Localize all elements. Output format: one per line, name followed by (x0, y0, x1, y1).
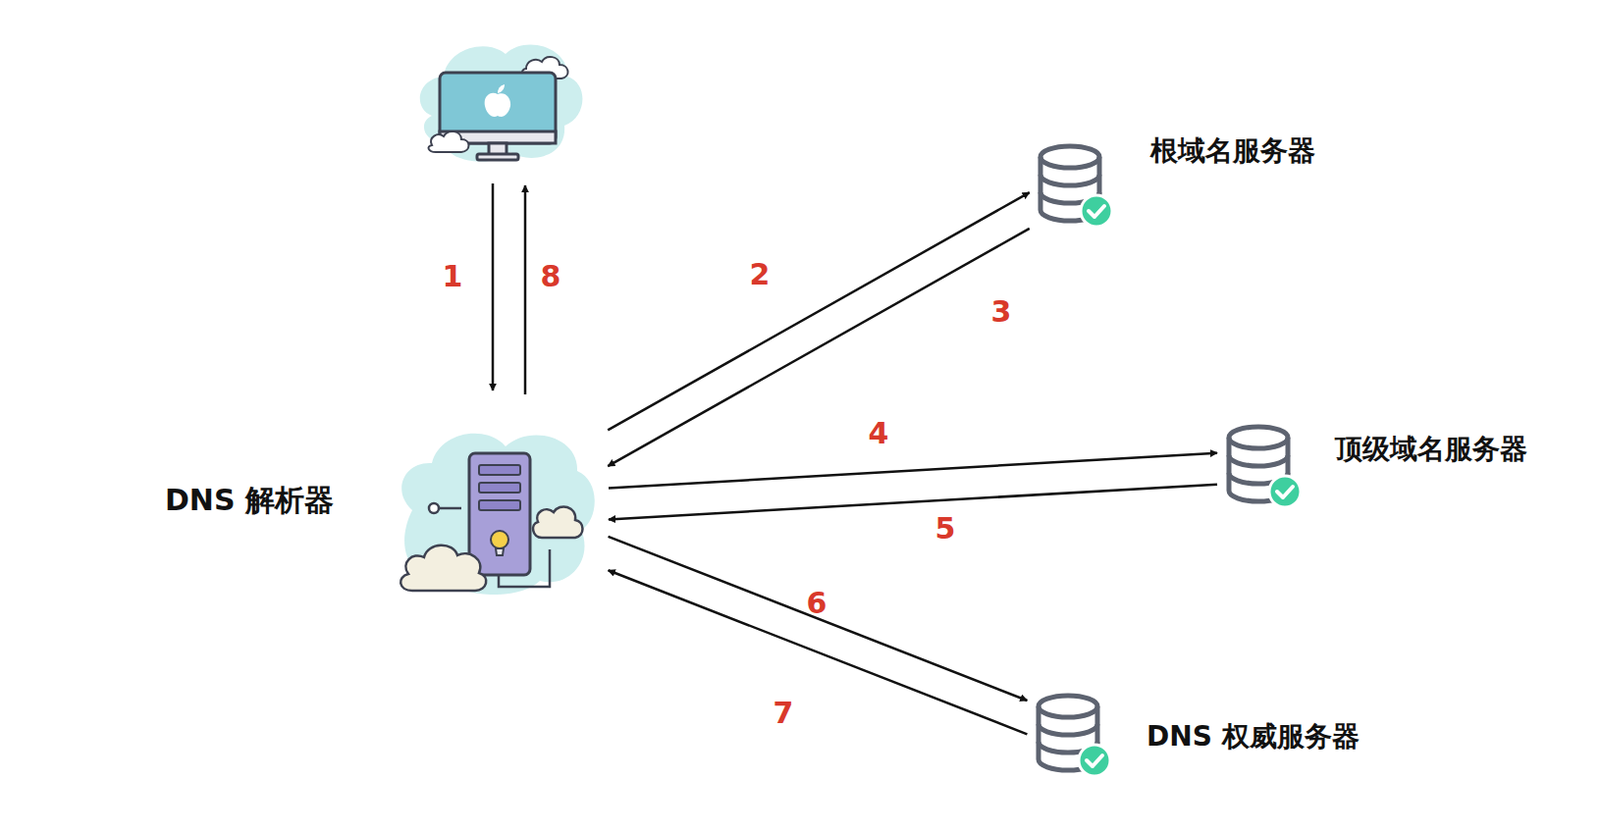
step-number: 5 (935, 512, 957, 545)
root-server: 根域名服务器 (1034, 141, 1114, 230)
query-arrow (608, 453, 1218, 489)
step-number: 7 (773, 696, 795, 730)
step-number: 3 (991, 295, 1013, 328)
step-number: 2 (749, 258, 771, 291)
dns-resolver: DNS 解析器 (392, 428, 603, 592)
query-arrow (607, 228, 1030, 467)
database-icon (1038, 695, 1111, 777)
step-number: 4 (868, 417, 890, 450)
step-number: 1 (442, 260, 464, 293)
authoritative-server: DNS 权威服务器 (1032, 691, 1112, 780)
database-icon (1228, 426, 1301, 508)
query-arrow (607, 192, 1030, 430)
computer-icon (420, 44, 584, 161)
server-icon (400, 433, 595, 595)
request-arrow (491, 183, 495, 391)
node-label: DNS 权威服务器 (1146, 720, 1360, 754)
node-label: 顶级域名服务器 (1334, 432, 1528, 467)
tld-server: 顶级域名服务器 (1223, 422, 1302, 511)
query-arrow (608, 536, 1028, 701)
step-number: 8 (540, 260, 562, 293)
step-number: 6 (806, 586, 828, 620)
response-arrow (524, 185, 528, 395)
node-label: DNS 解析器 (164, 482, 334, 519)
query-arrow (608, 484, 1218, 521)
database-icon (1040, 146, 1113, 227)
node-label: 根域名服务器 (1150, 134, 1316, 168)
query-arrow (608, 570, 1028, 735)
